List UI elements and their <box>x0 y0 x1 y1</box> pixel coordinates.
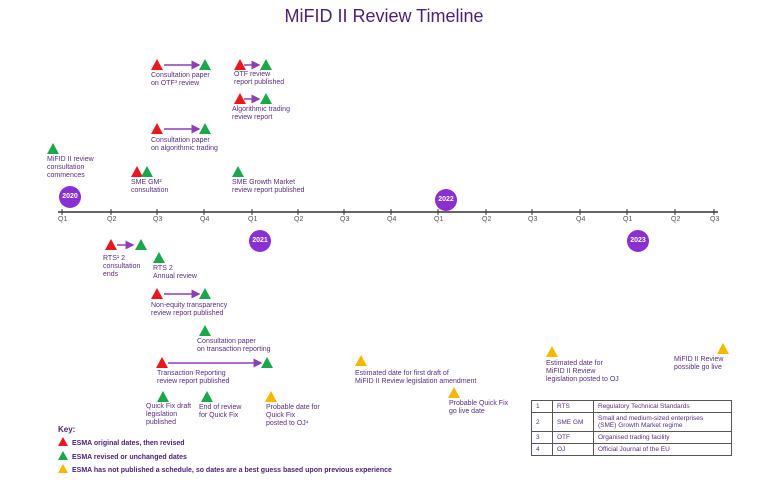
event-golive: MiFID II Review possible go live <box>674 356 724 371</box>
quarter-label: Q1 <box>434 216 444 223</box>
quarter-label: Q3 <box>528 216 538 223</box>
event-algo-report: Algorithmic trading review report <box>232 106 290 121</box>
red-triangle-icon <box>234 59 246 70</box>
yellow-triangle-icon <box>58 464 68 473</box>
yellow-triangle-icon <box>546 346 558 357</box>
quarter-label: Q4 <box>200 216 210 223</box>
yellow-triangle-icon <box>355 355 367 366</box>
glossary-meaning: Organised trading facility <box>593 431 732 444</box>
year-badge-2020: 2020 <box>59 186 81 208</box>
quarter-label: Q3 <box>710 216 720 223</box>
glossary-abbr: RTS <box>552 400 594 413</box>
green-triangle-icon <box>135 239 147 250</box>
key-green-label: ESMA revised or unchanged dates <box>72 454 187 461</box>
glossary-num: 4 <box>531 443 553 456</box>
page-title: MiFID II Review Timeline <box>284 6 484 26</box>
glossary-num: 2 <box>531 412 553 432</box>
green-triangle-icon <box>199 123 211 134</box>
green-triangle-icon <box>260 59 272 70</box>
event-algo-consultation: Consultation paper on algorithmic tradin… <box>151 137 218 152</box>
red-triangle-icon <box>234 93 246 104</box>
event-otf-report: OTF review report published <box>234 71 285 86</box>
quarter-label: Q2 <box>294 216 304 223</box>
event-nonequity-report: Non-equity transparency review report pu… <box>151 302 228 317</box>
green-triangle-icon <box>157 391 169 402</box>
year-badge-2022: 2022 <box>435 189 457 211</box>
glossary-meaning: Official Journal of the EU <box>593 443 732 456</box>
year-badge-2023: 2023 <box>627 230 649 252</box>
year-badge-2021: 2021 <box>249 230 271 252</box>
red-triangle-icon <box>131 166 143 177</box>
quarter-label: Q2 <box>671 216 681 223</box>
event-quickfix-live: Probable Quick Fix go live date <box>449 400 509 415</box>
glossary-abbr: OTF <box>552 431 594 444</box>
event-rts2-annual: RTS 2 Annual review <box>153 265 197 280</box>
green-triangle-icon <box>47 143 59 154</box>
green-triangle-icon <box>261 357 273 368</box>
green-triangle-icon <box>199 59 211 70</box>
quarter-label: Q2 <box>482 216 492 223</box>
event-quickfix-published: Quick Fix draft legislation published <box>146 403 192 426</box>
event-transaction-consultation: Consultation paper on transaction report… <box>197 338 271 353</box>
green-triangle-icon <box>58 451 68 460</box>
key-yellow: ESMA has not published a schedule, so da… <box>58 464 392 474</box>
red-triangle-icon <box>151 288 163 299</box>
red-triangle-icon <box>105 239 117 250</box>
key-red: ESMA original dates, then revised <box>58 437 185 447</box>
green-triangle-icon <box>141 166 153 177</box>
event-sme-consultation: SME GM² consultation <box>131 179 169 194</box>
green-triangle-icon <box>260 93 272 104</box>
key-red-label: ESMA original dates, then revised <box>72 440 185 447</box>
milestone-markers <box>47 59 729 402</box>
event-otf-consultation: Consultation paper on OTF³ review <box>151 72 210 87</box>
yellow-triangle-icon <box>448 387 460 398</box>
red-triangle-icon <box>58 437 68 446</box>
green-triangle-icon <box>232 166 244 177</box>
yellow-triangle-icon <box>265 391 277 402</box>
quarter-label: Q1 <box>623 216 633 223</box>
event-probable-quickfix: Probable date for Quick Fix posted to OJ… <box>266 404 320 427</box>
quarter-label: Q3 <box>153 216 163 223</box>
event-rts2-consultation: RTS¹ 2 consultation ends <box>103 255 141 278</box>
event-first-draft: Estimated date for first draft of MiFID … <box>355 370 477 385</box>
event-mifid-commence: MiFID II review consultation commences <box>47 156 94 179</box>
green-triangle-icon <box>199 288 211 299</box>
event-sme-report: SME Growth Market review report publishe… <box>232 179 305 194</box>
glossary-abbr: SME GM <box>552 412 594 432</box>
yellow-triangle-icon <box>717 343 729 354</box>
glossary-abbr: OJ <box>552 443 594 456</box>
quarter-label: Q4 <box>387 216 397 223</box>
event-transaction-report: Transaction Reporting review report publ… <box>157 370 230 385</box>
event-posted-oj: Estimated date for MiFID II Review legis… <box>546 360 619 383</box>
glossary-num: 3 <box>531 431 553 444</box>
green-triangle-icon <box>153 252 165 263</box>
red-triangle-icon <box>151 59 163 70</box>
quarter-label: Q1 <box>248 216 258 223</box>
glossary-num: 1 <box>531 400 553 413</box>
key-title: Key: <box>58 425 76 434</box>
progress-arrows <box>117 60 263 368</box>
glossary-meaning: Regulatory Technical Standards <box>593 400 732 413</box>
glossary-meaning: Small and medium-sized enterprises (SME)… <box>593 412 732 432</box>
red-triangle-icon <box>151 123 163 134</box>
quarter-label: Q2 <box>107 216 117 223</box>
axis-ticks <box>61 209 715 215</box>
key-yellow-label: ESMA has not published a schedule, so da… <box>72 467 392 474</box>
green-triangle-icon <box>201 391 213 402</box>
quarter-label: Q4 <box>576 216 586 223</box>
green-triangle-icon <box>199 325 211 336</box>
key-green: ESMA revised or unchanged dates <box>58 451 187 461</box>
red-triangle-icon <box>156 357 168 368</box>
quarter-label: Q3 <box>340 216 350 223</box>
event-end-review: End of review for Quick Fix <box>199 404 242 419</box>
quarter-label: Q1 <box>58 216 68 223</box>
